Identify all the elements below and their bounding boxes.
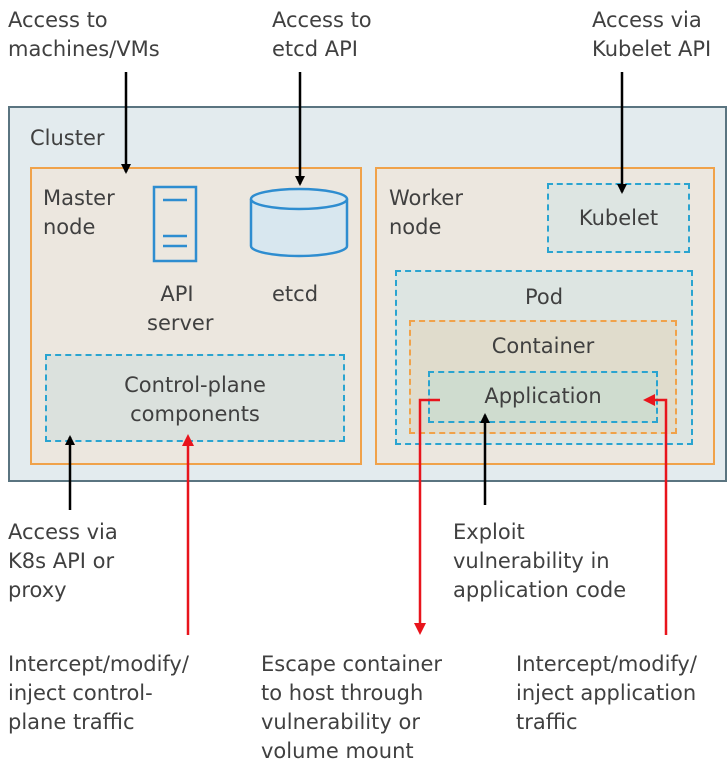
container-label: Container <box>491 334 595 358</box>
label-intercept-control: Intercept/modify/ inject control- plane … <box>8 652 189 734</box>
api-server-label: API server <box>147 282 214 335</box>
application-box <box>428 371 658 423</box>
kubelet-label: Kubelet <box>578 206 659 230</box>
cluster-label: Cluster <box>30 126 105 150</box>
etcd-label: etcd <box>272 282 319 306</box>
control-plane-label: Control-plane components <box>124 373 266 426</box>
control-plane-box <box>45 354 345 442</box>
label-access-etcd-api: Access to etcd API <box>272 8 372 61</box>
label-access-kubelet-api: Access via Kubelet API <box>592 8 712 61</box>
label-intercept-app: Intercept/modify/ inject application tra… <box>516 652 697 734</box>
label-escape: Escape container to host through vulnera… <box>261 652 443 763</box>
label-access-machines: Access to machines/VMs <box>8 8 160 61</box>
master-node-label: Master node <box>43 186 115 239</box>
label-exploit: Exploit vulnerability in application cod… <box>453 520 627 602</box>
application-label: Application <box>484 384 602 408</box>
worker-node-label: Worker node <box>389 186 463 239</box>
label-access-k8s-api: Access via K8s API or proxy <box>8 520 118 602</box>
pod-label: Pod <box>524 285 564 309</box>
